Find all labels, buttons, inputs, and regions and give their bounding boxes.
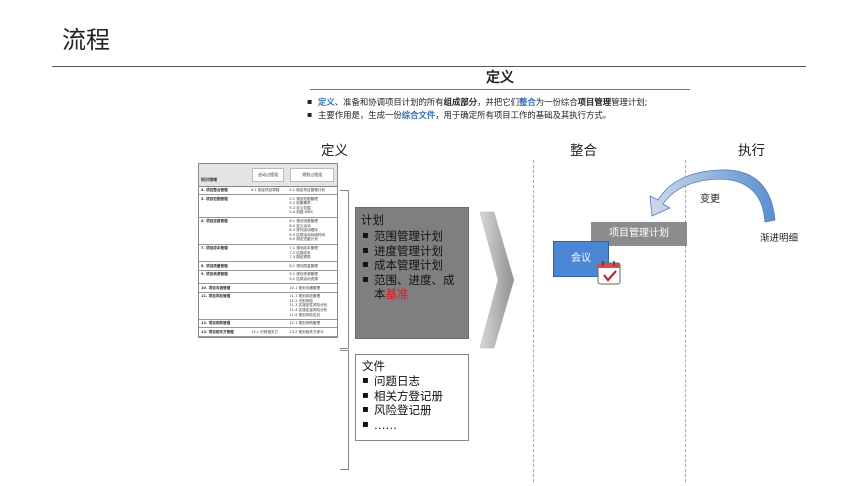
table-cell-initiating (249, 292, 288, 320)
plan-item-text: 成本管理计划 (374, 258, 443, 272)
table-cell-planning: 12.1 规划采购管理 (287, 319, 337, 329)
table-cell-area: 5. 项目范围管理 (199, 194, 249, 218)
bullet-text-segment: 管理计划; (611, 97, 648, 107)
table-cell-area: 6. 项目进度管理 (199, 217, 249, 245)
table-cell-area: 4. 项目整合管理 (199, 186, 249, 196)
table-row: 6. 项目进度管理 6.1 规划进度管理 6.2 定义活动 6.3 排列活动顺序 … (199, 217, 337, 245)
table-row: 7. 项目成本管理 7.1 规划成本管理 7.2 估算成本 7.3 制定预算 (199, 244, 337, 263)
bracket-documents (340, 350, 349, 470)
process-arrow (479, 211, 515, 349)
bullet-text-segment: 项目管理 (577, 97, 612, 107)
table-cell-planning: 6.1 规划进度管理 6.2 定义活动 6.3 排列活动顺序 6.4 估算活动持… (287, 217, 337, 245)
table-cell-planning: 4.2 制定项目管理计划 (287, 186, 337, 196)
table-cell-area: 8. 项目质量管理 (199, 261, 249, 271)
plan-item-text: 进度管理计划 (374, 243, 443, 258)
plan-box-title: 计划 (361, 213, 384, 227)
documents-box-list: 问题日志相关方登记册风险登记册…… (362, 374, 464, 432)
bullet-text-segment: 整合 (519, 97, 536, 107)
plan-item-text: 范围、进度、成本 (374, 272, 455, 302)
table-row: 11. 项目风险管理 11.1 规划风险管理 11.2 识别风险 11.3 实施定… (199, 292, 337, 320)
section-divider (310, 89, 690, 90)
plan-list-item: 范围管理计划 (362, 229, 464, 244)
plan-box-list: 范围管理计划进度管理计划成本管理计划范围、进度、成本基准 (362, 229, 464, 302)
table-cell-area: 9. 项目资源管理 (199, 270, 249, 285)
table-cell-planning: 8.1 规划质量管理 (287, 261, 337, 271)
table-cell-initiating: 13.1 识别相关方 (249, 327, 288, 337)
bullet-text-segment: ，用于确定所有项目工作的基础及其执行方式。 (435, 109, 612, 120)
plan-list-item: 成本管理计划 (362, 258, 464, 273)
table-cell-planning: 7.1 规划成本管理 7.2 估算成本 7.3 制定预算 (287, 244, 337, 263)
definition-bullet: 主要作用是，生成一份综合文件，用于确定所有项目工作的基础及其执行方式。 (306, 109, 696, 122)
bullet-text-segment: ，并把它们 (477, 97, 519, 107)
table-cell-area: 10. 项目沟通管理 (199, 283, 249, 293)
table-cell-initiating (249, 194, 288, 218)
documents-box-title: 文件 (362, 359, 385, 373)
table-row: 10. 项目沟通管理 10.1 规划沟通管理 (199, 283, 337, 293)
table-cell-planning: 5.1 规划范围管理 5.2 收集需求 5.3 定义范围 5.4 创建 WBS (287, 194, 337, 218)
document-list-item: 问题日志 (362, 374, 464, 389)
table-cell-initiating (249, 283, 288, 293)
definition-bullets: 定义、准备和协调项目计划的所有组成部分，并把它们整合为一份综合项目管理管理计划;… (306, 96, 696, 121)
change-arc-arrow (649, 169, 776, 223)
table-cell-area: 13. 项目相关方管理 (199, 327, 249, 337)
table-cell-planning: 10.1 规划沟通管理 (287, 283, 337, 293)
bullet-text-segment: 为一份综合 (535, 97, 578, 107)
table-cell-area: 12. 项目采购管理 (199, 319, 249, 329)
plan-item-text: 基准 (385, 287, 409, 301)
table-header-area: 知识领域 (199, 164, 249, 187)
table-cell-area: 7. 项目成本管理 (199, 244, 249, 263)
table-row: 5. 项目范围管理 5.1 规划范围管理 5.2 收集需求 5.3 定义范围 5.… (199, 194, 337, 218)
change-label: 变更 (700, 194, 720, 205)
plan-item-text: 范围管理计划 (374, 229, 443, 243)
document-list-item: …… (362, 418, 464, 433)
table-cell-initiating (249, 270, 288, 285)
definition-bullet: 定义、准备和协调项目计划的所有组成部分，并把它们整合为一份综合项目管理管理计划; (306, 96, 696, 109)
phase-divider-left (533, 160, 534, 482)
plan-list-item: 范围、进度、成本基准 (362, 273, 464, 302)
column-header-integrate: 整合 (570, 143, 597, 159)
table-cell-area: 11. 项目风险管理 (199, 292, 249, 320)
document-list-item: 风险登记册 (362, 403, 464, 418)
bullet-text-segment: 综合文件 (401, 109, 436, 120)
table-cell-initiating (249, 244, 288, 263)
table-cell-planning: 11.1 规划风险管理 11.2 识别风险 11.3 实施定性风险分析 11.4… (287, 292, 337, 320)
section-title: 定义 (486, 70, 514, 86)
table-header-initiating: 启动过程组 (249, 164, 288, 187)
table-cell-initiating (249, 319, 288, 329)
table-cell-initiating: 4.1 制定项目章程 (249, 186, 288, 196)
phase-divider-right (685, 160, 686, 482)
document-list-item: 相关方登记册 (362, 389, 464, 404)
bracket-plans (340, 190, 349, 349)
table-cell-initiating (249, 261, 288, 271)
page-title: 流程 (62, 26, 110, 54)
bullet-text-segment: 、准备和协调项目计划的所有 (334, 97, 444, 107)
column-header-define: 定义 (321, 143, 348, 159)
table-header-planning: 规划过程组 (287, 164, 337, 187)
table-row: 9. 项目资源管理 9.1 规划资源管理 9.2 估算活动资源 (199, 270, 337, 285)
progressive-elaboration-label: 渐进明细 (760, 233, 799, 244)
calendar-check-icon (597, 261, 621, 285)
table-row: 8. 项目质量管理 8.1 规划质量管理 (199, 261, 337, 271)
table-row: 12. 项目采购管理 12.1 规划采购管理 (199, 319, 337, 329)
table-cell-initiating (249, 217, 288, 245)
bullet-text-segment: 组成部分 (443, 97, 478, 107)
plan-list-item: 进度管理计划 (362, 244, 464, 259)
title-divider (52, 66, 806, 67)
column-header-execute: 执行 (738, 143, 765, 159)
table-cell-planning: 9.1 规划资源管理 9.2 估算活动资源 (287, 270, 337, 285)
bullet-text-segment: 定义 (318, 97, 335, 107)
bullet-text-segment: 主要作用是，生成一份 (318, 109, 402, 120)
table-cell-planning: 13.2 规划相关方参与 (287, 327, 337, 337)
